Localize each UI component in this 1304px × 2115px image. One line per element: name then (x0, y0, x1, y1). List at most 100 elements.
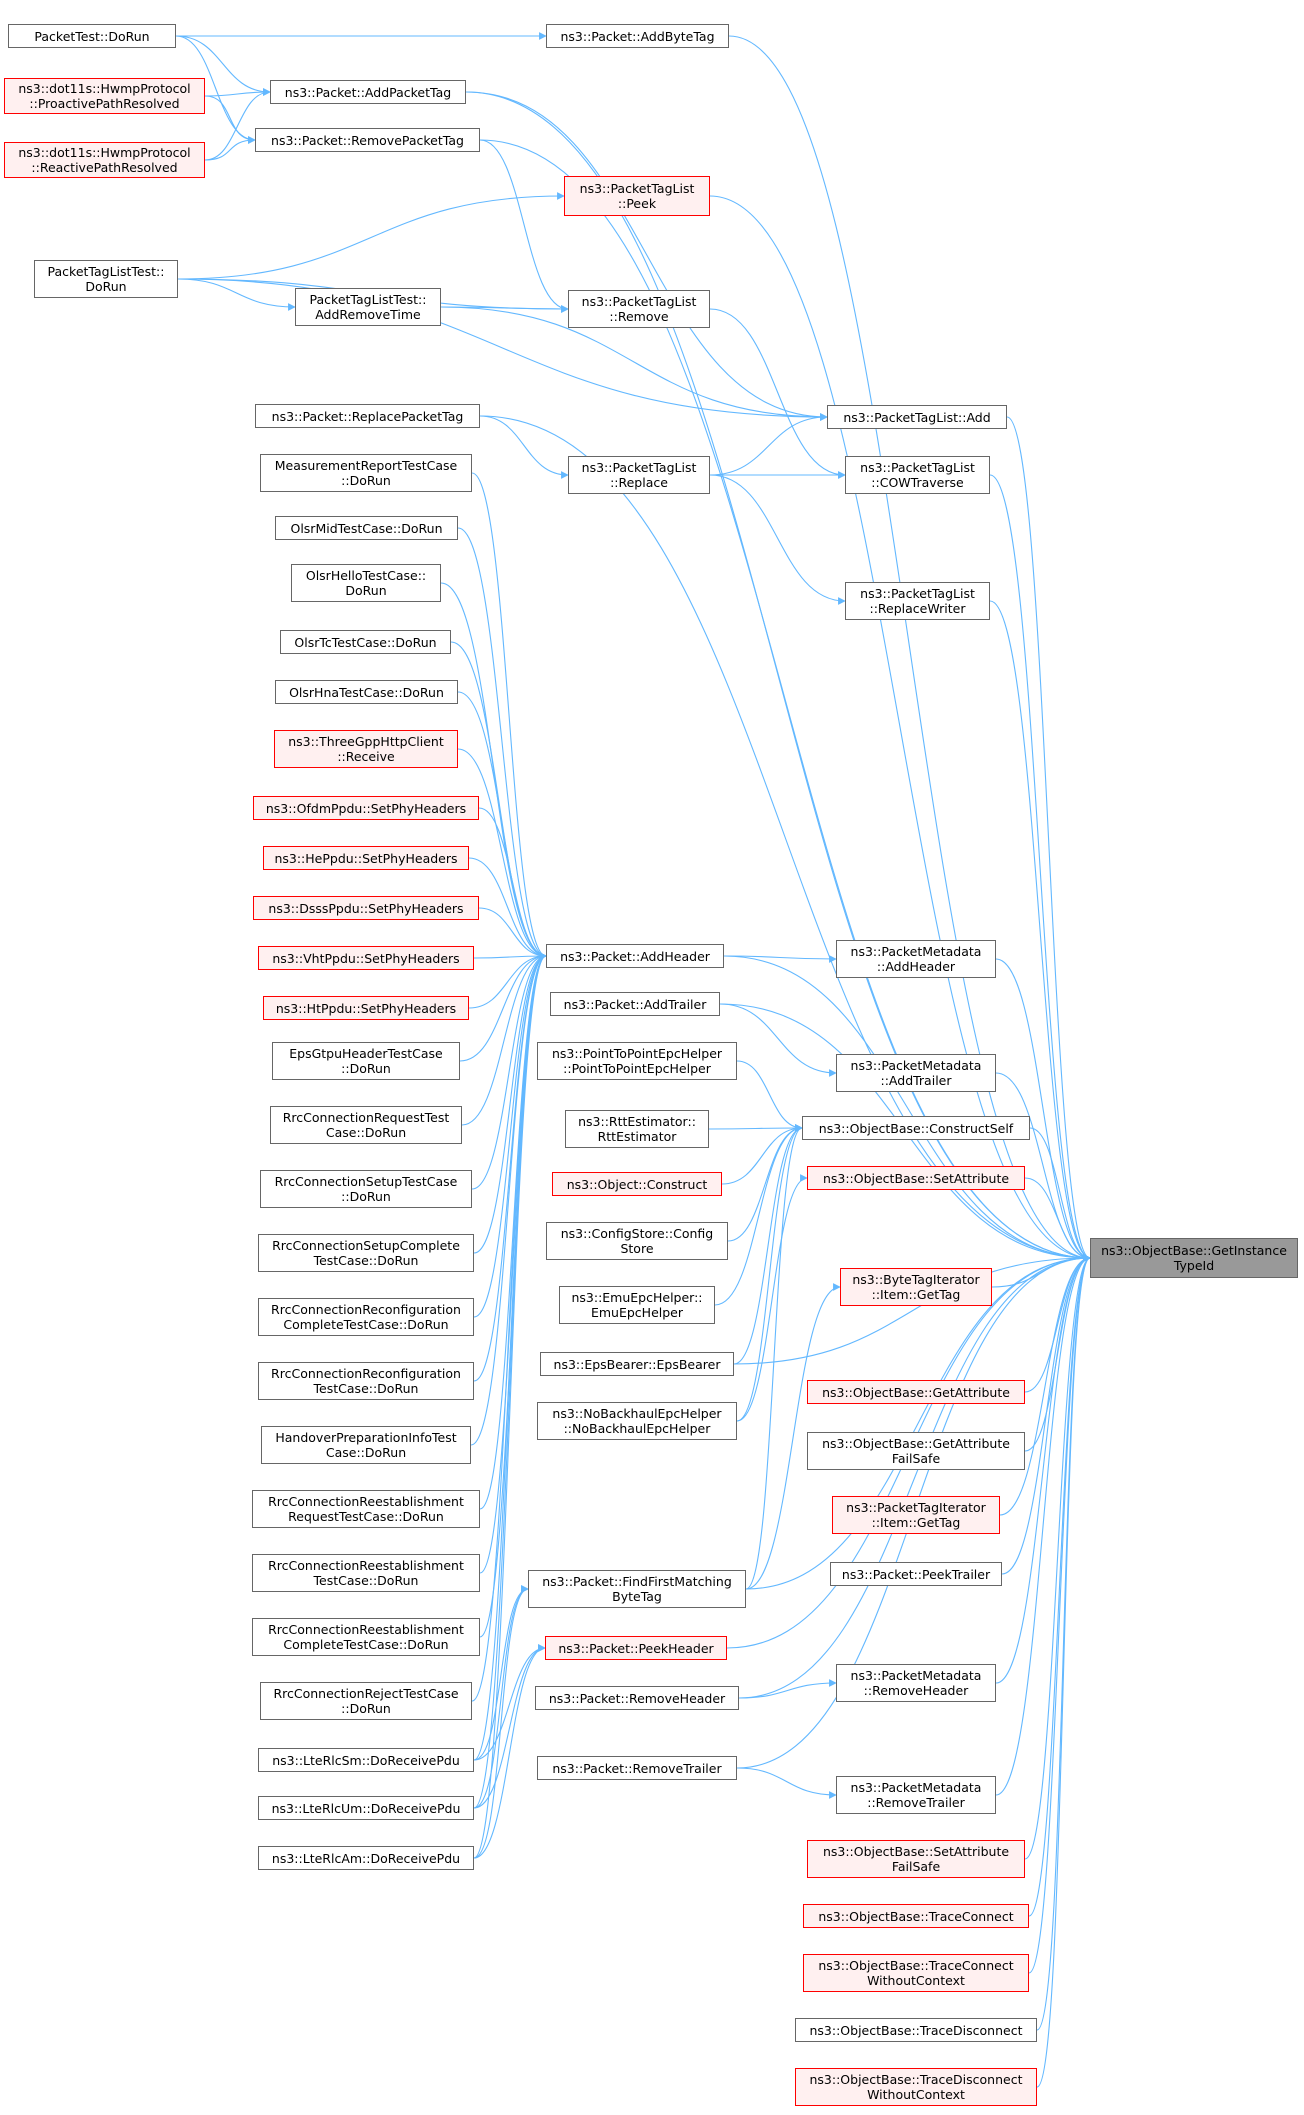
edge-epsgtpu-to-addheader (459, 952, 547, 1062)
node-ptl-replace[interactable]: ns3::PacketTagList::Replace (568, 456, 710, 494)
node-addpackettag[interactable]: ns3::Packet::AddPacketTag (270, 80, 466, 104)
node-packettaglisttest-dorun[interactable]: PacketTagListTest::DoRun (34, 260, 178, 298)
node-rttestimator[interactable]: ns3::RttEstimator::RttEstimator (565, 1110, 709, 1148)
node-addheader[interactable]: ns3::Packet::AddHeader (546, 944, 724, 968)
node-peektrailer[interactable]: ns3::Packet::PeekTrailer (830, 1562, 1002, 1586)
node-label-line: OlsrTcTestCase::DoRun (294, 634, 437, 650)
node-label-line: ::Item::GetTag (871, 1515, 961, 1530)
edge-vhtppdu-to-addheader (473, 952, 547, 960)
node-label-line: ns3::Packet::RemoveHeader (548, 1690, 726, 1706)
node-traceconnect[interactable]: ns3::ObjectBase::TraceConnect (803, 1904, 1029, 1928)
node-lterlcam[interactable]: ns3::LteRlcAm::DoReceivePdu (258, 1846, 474, 1870)
node-dot11s-proactive[interactable]: ns3::dot11s::HwmpProtocol::ProactivePath… (4, 78, 205, 114)
node-tracedisconnect[interactable]: ns3::ObjectBase::TraceDisconnect (795, 2018, 1037, 2042)
node-label-line: ns3::ObjectBase::ConstructSelf (818, 1120, 1014, 1136)
node-label: ns3::PacketMetadata::AddTrailer (851, 1058, 982, 1088)
node-epsbearer[interactable]: ns3::EpsBearer::EpsBearer (540, 1352, 734, 1376)
node-objectconstruct[interactable]: ns3::Object::Construct (552, 1172, 722, 1196)
node-ptl-add[interactable]: ns3::PacketTagList::Add (827, 405, 1007, 429)
node-label: ns3::PacketMetadata::RemoveHeader (851, 1668, 982, 1698)
node-label-line: ns3::Object::Construct (566, 1176, 708, 1192)
node-ptl-cowtraverse[interactable]: ns3::PacketTagList::COWTraverse (845, 456, 990, 494)
node-removepackettag[interactable]: ns3::Packet::RemovePacketTag (255, 128, 480, 152)
edge-bytetagiter-to-getinstancetypeid (991, 1254, 1091, 1288)
node-olsrhello[interactable]: OlsrHelloTestCase::DoRun (291, 564, 441, 602)
node-epsgtpu[interactable]: EpsGtpuHeaderTestCase::DoRun (272, 1042, 460, 1080)
node-packettest-dorun[interactable]: PacketTest::DoRun (8, 24, 176, 48)
node-pm-addheader[interactable]: ns3::PacketMetadata::AddHeader (836, 940, 996, 978)
edge-rrcconnsetupcomplete-to-addheader (473, 952, 547, 1254)
node-vhtppdu[interactable]: ns3::VhtPpdu::SetPhyHeaders (258, 946, 474, 970)
node-packettagiter[interactable]: ns3::PacketTagIterator::Item::GetTag (832, 1496, 1000, 1534)
node-pm-removetrailer[interactable]: ns3::PacketMetadata::RemoveTrailer (836, 1776, 996, 1814)
node-label-line: ns3::PacketMetadata (850, 944, 982, 959)
node-p2pepchelper[interactable]: ns3::PointToPointEpcHelper::PointToPoint… (537, 1042, 737, 1080)
node-label: ns3::HtPpdu::SetPhyHeaders (276, 1001, 456, 1016)
node-measurementreport[interactable]: MeasurementReportTestCase::DoRun (260, 454, 472, 492)
node-constructself[interactable]: ns3::ObjectBase::ConstructSelf (802, 1116, 1030, 1140)
edge-pm-removeheader-to-getinstancetypeid (995, 1254, 1091, 1684)
node-olsrtc[interactable]: OlsrTcTestCase::DoRun (280, 630, 451, 654)
node-label-line: WithoutContext (867, 1973, 965, 1988)
node-ptl-replacewriter[interactable]: ns3::PacketTagList::ReplaceWriter (845, 582, 990, 620)
node-label: ns3::ByteTagIterator::Item::GetTag (852, 1272, 979, 1302)
edge-findfirstmatching-to-bytetagiter (745, 1283, 841, 1590)
node-rrcconnsetup[interactable]: RrcConnectionSetupTestCase::DoRun (260, 1170, 472, 1208)
node-threegpphttp[interactable]: ns3::ThreeGppHttpClient::Receive (274, 730, 458, 768)
node-nobackhaul[interactable]: ns3::NoBackhaulEpcHelper::NoBackhaulEpcH… (537, 1402, 737, 1440)
node-peekheader[interactable]: ns3::Packet::PeekHeader (545, 1636, 727, 1660)
edge-addheader-to-pm-addheader (723, 955, 837, 963)
node-addremovetime[interactable]: PacketTagListTest::AddRemoveTime (295, 288, 441, 326)
node-replacepackettag[interactable]: ns3::Packet::ReplacePacketTag (255, 404, 480, 428)
node-addbytetag[interactable]: ns3::Packet::AddByteTag (546, 24, 729, 48)
node-dsssppdu[interactable]: ns3::DsssPpdu::SetPhyHeaders (253, 896, 479, 920)
node-label: ns3::Packet::PeekHeader (558, 1641, 713, 1656)
node-ofdmppdu[interactable]: ns3::OfdmPpdu::SetPhyHeaders (253, 796, 479, 820)
node-removetrailer[interactable]: ns3::Packet::RemoveTrailer (537, 1756, 737, 1780)
edge-measurementreport-to-addheader (471, 472, 547, 960)
node-label-line: TestCase::DoRun (313, 1253, 419, 1268)
node-emuepchelper[interactable]: ns3::EmuEpcHelper::EmuEpcHelper (559, 1286, 715, 1324)
node-label-line: ns3::DsssPpdu::SetPhyHeaders (268, 900, 464, 916)
node-getattribute[interactable]: ns3::ObjectBase::GetAttribute (807, 1380, 1025, 1404)
node-rrcreject[interactable]: RrcConnectionRejectTestCase::DoRun (260, 1682, 472, 1720)
node-label-line: CompleteTestCase::DoRun (283, 1317, 449, 1332)
node-ptl-peek[interactable]: ns3::PacketTagList::Peek (564, 176, 710, 216)
node-label: ns3::ThreeGppHttpClient::Receive (288, 734, 444, 764)
node-label-line: ns3::HePpdu::SetPhyHeaders (274, 850, 458, 866)
node-ptl-remove[interactable]: ns3::PacketTagList::Remove (568, 290, 710, 328)
node-addtrailer[interactable]: ns3::Packet::AddTrailer (550, 992, 720, 1016)
node-pm-addtrailer[interactable]: ns3::PacketMetadata::AddTrailer (836, 1054, 996, 1092)
edge-setattributefailsafe-to-getinstancetypeid (1024, 1254, 1091, 1860)
node-dot11s-reactive[interactable]: ns3::dot11s::HwmpProtocol::ReactivePathR… (4, 142, 205, 178)
node-removeheader[interactable]: ns3::Packet::RemoveHeader (535, 1686, 739, 1710)
node-htppdu[interactable]: ns3::HtPpdu::SetPhyHeaders (263, 996, 469, 1020)
node-lterlcsm[interactable]: ns3::LteRlcSm::DoReceivePdu (258, 1748, 474, 1772)
node-pm-removeheader[interactable]: ns3::PacketMetadata::RemoveHeader (836, 1664, 996, 1702)
node-label: ns3::PacketTagList::Peek (580, 181, 695, 211)
node-bytetagiter[interactable]: ns3::ByteTagIterator::Item::GetTag (840, 1268, 992, 1306)
node-setattribute[interactable]: ns3::ObjectBase::SetAttribute (807, 1166, 1025, 1190)
node-olsrmid[interactable]: OlsrMidTestCase::DoRun (275, 516, 458, 540)
node-lterlcum[interactable]: ns3::LteRlcUm::DoReceivePdu (258, 1796, 474, 1820)
node-heppdu[interactable]: ns3::HePpdu::SetPhyHeaders (263, 846, 469, 870)
node-olsrhna[interactable]: OlsrHnaTestCase::DoRun (275, 680, 458, 704)
edge-ptl-peek-to-getinstancetypeid (709, 195, 1091, 1262)
